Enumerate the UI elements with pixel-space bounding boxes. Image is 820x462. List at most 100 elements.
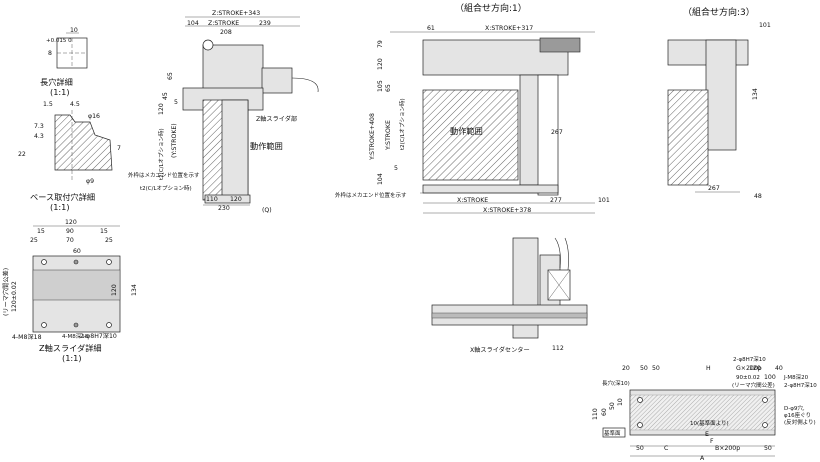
bd-d50d: 50: [636, 445, 644, 452]
fv-d267: 267: [551, 129, 563, 136]
fv-d79: 79: [377, 40, 384, 48]
z-slider-detail: 120 15 90 15 25 70 25 60 120 134 (リーマ穴間公…: [2, 219, 138, 363]
bd-slot: 長穴(深10): [602, 379, 630, 387]
bd-d100: 100: [764, 374, 776, 381]
sv-mech-end: 外枠はメカエンド位置を示す: [128, 171, 200, 179]
fv-d105: 105: [377, 80, 384, 92]
bd-ref-face-note: 10(基準面より): [690, 419, 729, 427]
sv-t2-cl: t2(C/Lオプション時): [157, 128, 165, 180]
bd-d50b: 50: [652, 365, 660, 372]
zs-d134v: 134: [131, 284, 138, 296]
x-slider-view: X軸スライダセンター 112: [431, 237, 588, 354]
slot-dim-10: 10: [70, 27, 78, 34]
bh-phi9: φ9: [86, 178, 94, 185]
bd-d110: 110: [592, 408, 599, 420]
bd-tol90: 90±0.02: [736, 375, 760, 381]
c3-y-axis: [705, 39, 737, 151]
bh-d15: 1.5: [43, 101, 53, 108]
bh-d73: 7.3: [34, 123, 44, 130]
zs-d15b: 15: [100, 228, 108, 235]
slot-tol: +0.015 0: [46, 38, 72, 44]
xs-center: X軸スライダセンター: [470, 346, 530, 354]
bd-counterbore: φ16座ぐり: [784, 411, 811, 419]
front-view: 61 X:STROKE+317 79 120 105 65 104 5 Y:ST…: [335, 25, 610, 214]
bd-e: E: [705, 431, 709, 438]
base-hole-detail: 1.5 4.5 7.3 4.3 22 7 φ16 φ9 ベース取付穴詳細 (1:…: [18, 101, 121, 212]
bd-g: G×200p: [736, 365, 762, 372]
sv-z-stroke: Z:STROKE: [208, 20, 239, 27]
bh-d7: 7: [117, 145, 121, 152]
bh-d43: 4.3: [34, 133, 44, 140]
sv-d120: 120: [158, 103, 165, 115]
slot-scale: (1:1): [50, 87, 70, 97]
c3-work-range: [667, 89, 709, 186]
zs-d120: 120: [65, 219, 77, 226]
slot-title: 長穴詳細: [40, 77, 73, 87]
sv-z-slider-part: Z軸スライダ部: [256, 115, 297, 123]
sv-d110: 110: [206, 196, 218, 203]
zs-d25a: 25: [30, 237, 38, 244]
bd-f: F: [710, 438, 714, 445]
bd-d50e: 50: [764, 445, 772, 452]
c3-d101: 101: [759, 22, 771, 29]
zs-d90: 90: [66, 228, 74, 235]
c3-d134: 134: [752, 88, 759, 100]
bd-pin2: 2-φ8H7深10: [784, 381, 817, 389]
zs-tol120: 120±0.02: [11, 281, 18, 312]
sv-t2-cl2: t2(C/Lオプション時): [140, 184, 192, 192]
fv-work-range: [422, 89, 519, 181]
fv-mech-end: 外枠はメカエンド位置を示す: [335, 191, 407, 199]
bd-d40: 40: [775, 365, 783, 372]
fv-d120: 120: [377, 58, 384, 70]
zs-d25b: 25: [105, 237, 113, 244]
side-view: Z:STROKE+343 104 Z:STROKE 239 208 45 120…: [128, 10, 319, 214]
zs-m8a: 4-M8深18: [12, 333, 42, 341]
fv-d65: 65: [385, 84, 392, 92]
c3-d267: 267: [708, 185, 720, 192]
bd-m8: J-M8深20: [783, 373, 809, 381]
sv-q: (Q): [262, 207, 272, 214]
xs-d112: 112: [552, 345, 564, 352]
sv-y-stroke: (Y:STROKE): [171, 123, 178, 158]
combo3-header: （組合せ方向:3）: [683, 6, 755, 18]
base-detail: 20 50 50 H 2-φ8H7深10 120 40 G×200p J-M8深…: [592, 355, 817, 462]
bh-phi16: φ16: [88, 113, 100, 120]
combo1-header: （組合せ方向:1）: [455, 2, 527, 14]
fv-d61: 61: [427, 25, 435, 32]
sv-d45: 45: [162, 92, 169, 100]
fv-d101: 101: [598, 197, 610, 204]
slot-dim-8: 8: [48, 50, 52, 57]
zs-d70: 70: [66, 237, 74, 244]
fv-y-stroke-408: Y:STROKE+408: [369, 113, 376, 161]
fv-x-stroke-378: X:STROKE+378: [483, 207, 531, 214]
bd-c: C: [664, 445, 668, 452]
base-hole-section: [54, 114, 113, 171]
fv-t2-cl: t2(C/Lオプション時): [398, 98, 406, 150]
fv-x-stroke: X:STROKE: [457, 197, 488, 204]
zs-title: Z軸スライダ詳細: [39, 343, 102, 353]
fv-work-range-label: 動作範囲: [450, 126, 483, 136]
bd-d-holes: D-φ9穴,: [784, 404, 805, 412]
fv-d5: 5: [394, 165, 398, 172]
bd-h: H: [706, 365, 711, 372]
sv-z-motor: [202, 44, 264, 91]
bh-scale: (1:1): [50, 202, 70, 212]
fv-y-stroke: Y:STROKE: [385, 120, 392, 151]
c3-d48: 48: [754, 193, 762, 200]
zs-m8b: 4-M8深18: [62, 332, 89, 340]
fv-d277: 277: [550, 197, 562, 204]
zs-scale: (1:1): [62, 353, 82, 363]
fv-x-axis: [422, 39, 569, 76]
zs-d120v: 120: [111, 284, 118, 296]
bd-b200: B×200p: [715, 445, 740, 452]
sv-z-stroke-343: Z:STROKE+343: [212, 10, 260, 17]
sv-work-range-label: 動作範囲: [250, 141, 283, 151]
bd-pin: 2-φ8H7深10: [733, 355, 766, 363]
sv-d104: 104: [187, 20, 199, 27]
fv-d104: 104: [377, 173, 384, 185]
bd-d20: 20: [622, 365, 630, 372]
sv-d239: 239: [259, 20, 271, 27]
zs-d60: 60: [73, 248, 81, 255]
bd-a: A: [700, 455, 705, 462]
fv-x-stroke-317: X:STROKE+317: [485, 25, 533, 32]
